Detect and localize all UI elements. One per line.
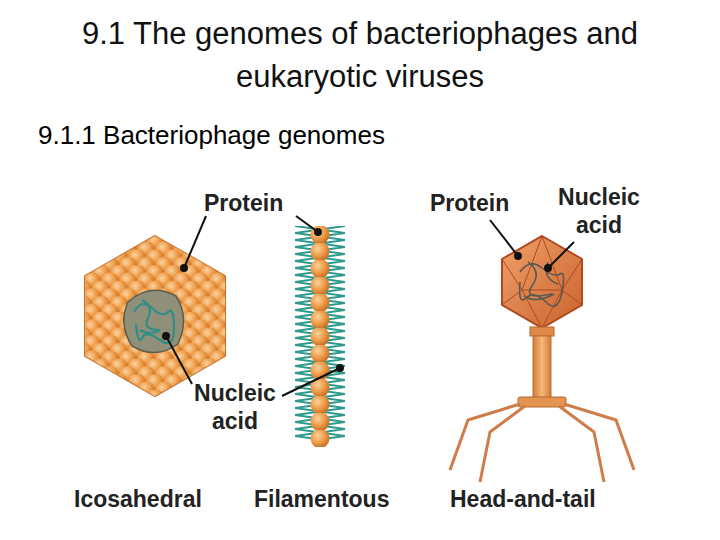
type-label: Filamentous	[254, 486, 434, 514]
capsid-proteins	[85, 236, 225, 396]
coat-proteins	[308, 226, 332, 447]
capsid-outline	[85, 236, 225, 396]
callout-label: Nucleic acid	[180, 380, 290, 435]
slide-title: 9.1 The genomes of bacteriophages and eu…	[56, 12, 664, 98]
subtitle: 9.1.1 Bacteriophage genomes	[38, 120, 558, 151]
filamentous-phage	[295, 226, 345, 447]
type-label: Head-and-tail	[450, 486, 670, 514]
tail-sheath	[533, 336, 551, 398]
leader-lines	[163, 216, 574, 396]
callout-label: Protein	[204, 190, 314, 218]
head-nucleic-acid	[520, 262, 564, 306]
head-and-tail-phage	[450, 236, 634, 482]
nucleic-acid-coil	[134, 300, 174, 343]
callout-label: Nucleic acid	[544, 184, 654, 239]
icosahedral-phage	[85, 236, 225, 396]
tail-fibers	[450, 404, 634, 482]
callout-label: Protein	[430, 190, 540, 218]
collar	[530, 327, 554, 336]
capsid-cutaway	[124, 290, 184, 352]
type-label: Icosahedral	[74, 486, 254, 514]
baseplate	[518, 397, 566, 407]
